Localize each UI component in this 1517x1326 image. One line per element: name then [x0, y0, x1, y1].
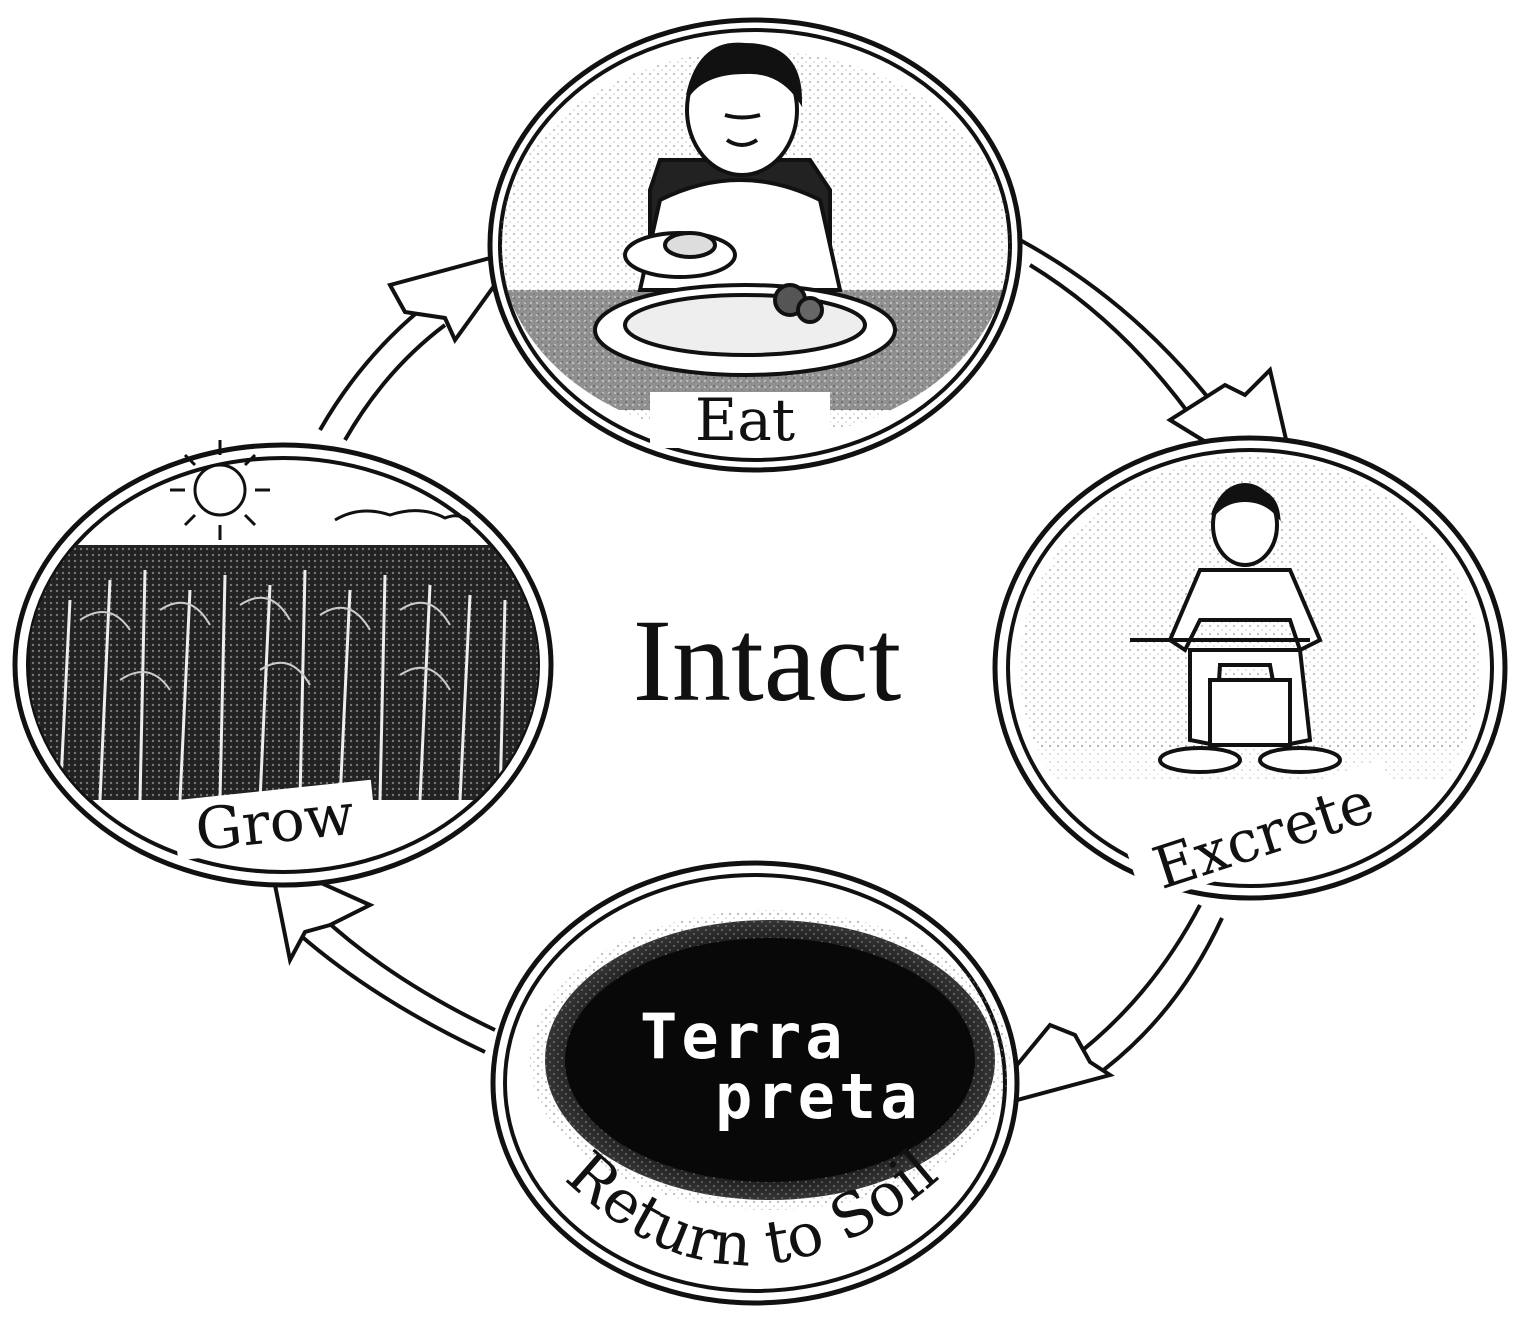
person-squatting-illustration — [1130, 483, 1342, 774]
soil-caption-line2: preta — [715, 1060, 922, 1133]
stage-label-eat: Eat — [695, 386, 795, 454]
terra-preta-soil-patch — [530, 910, 1010, 1210]
crop-field-illustration — [30, 545, 538, 801]
person-eating-illustration — [593, 42, 897, 377]
sun-icon — [170, 440, 270, 540]
cloud-icon — [334, 509, 472, 524]
cycle-title: Intact — [633, 595, 902, 726]
arrow-return-to-grow — [267, 856, 496, 1054]
soil-caption-line1: Terra — [640, 1000, 847, 1073]
stage-return-to-soil: Terra preta Return to Soil — [490, 860, 1020, 1306]
arrow-grow-to-eat — [318, 246, 525, 441]
stage-eat: Eat — [487, 17, 1023, 473]
stage-excrete: Excrete — [992, 435, 1508, 905]
stage-label-grow: Grow — [192, 780, 357, 864]
stage-grow: Grow — [12, 440, 554, 888]
